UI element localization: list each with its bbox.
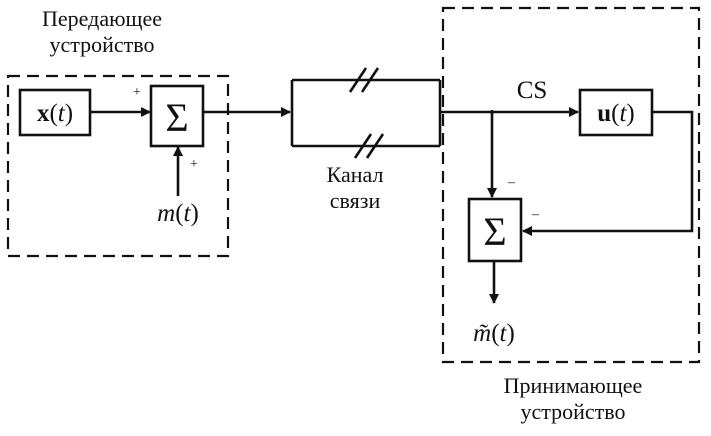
channel-label-line2: связи: [330, 188, 381, 213]
composite-signal-label: CS: [517, 77, 548, 104]
output-label: m̃(t): [473, 320, 515, 347]
rx-minus-right-sign: –: [531, 207, 540, 222]
rx-minus-top-sign: –: [507, 175, 516, 190]
receiver-title-line1: Принимающее: [504, 373, 643, 398]
transmitter-summer-symbol: Σ: [165, 95, 188, 140]
transmitter-title-line1: Передающее: [42, 6, 162, 31]
channel-label-line1: Канал: [327, 162, 384, 187]
generator-block-label: u(t): [597, 100, 635, 127]
tx-plus-top-sign: +: [133, 85, 141, 100]
transmitter-title-line2: устройство: [49, 32, 154, 57]
receiver-boundary: [443, 8, 699, 362]
receiver-summer-symbol: Σ: [483, 209, 506, 254]
receiver-title-line2: устройство: [520, 399, 625, 424]
source-block-label: x(t): [37, 100, 73, 127]
tx-plus-bottom-sign: +: [190, 157, 198, 172]
message-label: m(t): [157, 200, 199, 227]
